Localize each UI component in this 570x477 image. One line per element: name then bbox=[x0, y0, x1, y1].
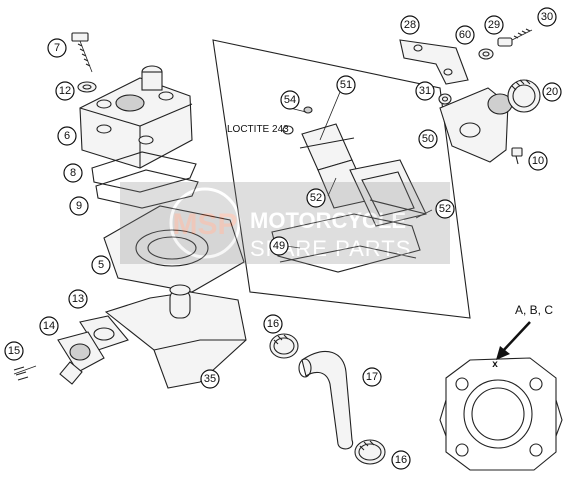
callout-10: 10 bbox=[528, 151, 548, 171]
callout-5: 5 bbox=[91, 255, 111, 275]
callout-7: 7 bbox=[47, 38, 67, 58]
svg-text:20: 20 bbox=[546, 86, 558, 98]
svg-text:17: 17 bbox=[366, 371, 378, 383]
loctite-label: LOCTITE 243 bbox=[227, 124, 289, 135]
callout-20: 20 bbox=[542, 82, 562, 102]
callout-35: 35 bbox=[200, 369, 220, 389]
cylinder bbox=[103, 205, 247, 389]
callout-8: 8 bbox=[63, 163, 83, 183]
callout-52-left: 52 bbox=[306, 188, 326, 208]
svg-text:51: 51 bbox=[340, 79, 352, 91]
head-gasket bbox=[91, 151, 199, 209]
intake-manifold bbox=[439, 87, 513, 163]
spacer-washer bbox=[438, 93, 452, 105]
svg-text:35: 35 bbox=[204, 373, 216, 385]
cylinder-top-view bbox=[439, 357, 563, 471]
x-mark: x bbox=[492, 359, 498, 370]
svg-text:28: 28 bbox=[404, 19, 416, 31]
svg-text:10: 10 bbox=[532, 155, 544, 167]
reed-valve-block bbox=[299, 123, 427, 227]
callout-52-right: 52 bbox=[435, 199, 455, 219]
callout-54: 54 bbox=[280, 90, 300, 110]
callouts: 7 12 6 8 9 5 13 14 15 35 54 51 52 52 49 … bbox=[4, 7, 562, 470]
callout-60: 60 bbox=[455, 25, 475, 45]
callout-16-upper: 16 bbox=[263, 314, 283, 334]
callout-51: 51 bbox=[336, 75, 356, 95]
measurement-arrow bbox=[496, 321, 531, 360]
svg-text:15: 15 bbox=[8, 345, 20, 357]
callout-31: 31 bbox=[415, 81, 435, 101]
svg-text:5: 5 bbox=[98, 259, 104, 271]
callout-14: 14 bbox=[39, 316, 59, 336]
svg-text:7: 7 bbox=[54, 42, 60, 54]
callout-29: 29 bbox=[484, 15, 504, 35]
watermark-line1: MOTORCYCLE bbox=[250, 208, 406, 233]
mount-bracket bbox=[399, 28, 533, 85]
callout-16-lower: 16 bbox=[391, 450, 411, 470]
upper-hose-clamp bbox=[269, 333, 299, 359]
svg-text:16: 16 bbox=[267, 318, 279, 330]
reed-valve-panel bbox=[212, 39, 471, 319]
washer bbox=[77, 81, 97, 93]
callout-9: 9 bbox=[69, 196, 89, 216]
exhaust-flange bbox=[13, 315, 129, 385]
hose-clamp bbox=[507, 79, 541, 113]
callout-6: 6 bbox=[57, 126, 77, 146]
callout-12: 12 bbox=[55, 81, 75, 101]
svg-text:13: 13 bbox=[72, 293, 84, 305]
callout-28: 28 bbox=[400, 15, 420, 35]
lower-hose-clamp bbox=[354, 439, 386, 465]
svg-text:52: 52 bbox=[439, 203, 451, 215]
callout-15: 15 bbox=[4, 341, 24, 361]
callout-30: 30 bbox=[537, 7, 557, 27]
svg-text:54: 54 bbox=[284, 94, 296, 106]
callout-49: 49 bbox=[269, 236, 289, 256]
callout-50: 50 bbox=[418, 129, 438, 149]
svg-text:14: 14 bbox=[43, 320, 55, 332]
svg-text:12: 12 bbox=[59, 85, 71, 97]
reed-screw bbox=[282, 106, 313, 135]
svg-text:6: 6 bbox=[64, 130, 70, 142]
svg-text:50: 50 bbox=[422, 133, 434, 145]
callout-17: 17 bbox=[362, 367, 382, 387]
svg-text:8: 8 bbox=[70, 167, 76, 179]
svg-text:49: 49 bbox=[273, 240, 285, 252]
svg-text:30: 30 bbox=[541, 11, 553, 23]
svg-text:31: 31 bbox=[419, 85, 431, 97]
manifold-screw bbox=[511, 147, 523, 165]
svg-text:29: 29 bbox=[488, 19, 500, 31]
svg-text:52: 52 bbox=[310, 192, 322, 204]
cylinder-head bbox=[79, 65, 193, 169]
svg-text:9: 9 bbox=[76, 200, 82, 212]
svg-text:60: 60 bbox=[459, 29, 471, 41]
watermark-logo: MSP bbox=[172, 208, 237, 241]
abc-label: A, B, C bbox=[515, 303, 553, 317]
reed-gasket bbox=[271, 213, 421, 273]
stud-bolt bbox=[71, 32, 93, 73]
callout-13: 13 bbox=[68, 289, 88, 309]
svg-text:16: 16 bbox=[395, 454, 407, 466]
coolant-hose bbox=[298, 351, 354, 450]
